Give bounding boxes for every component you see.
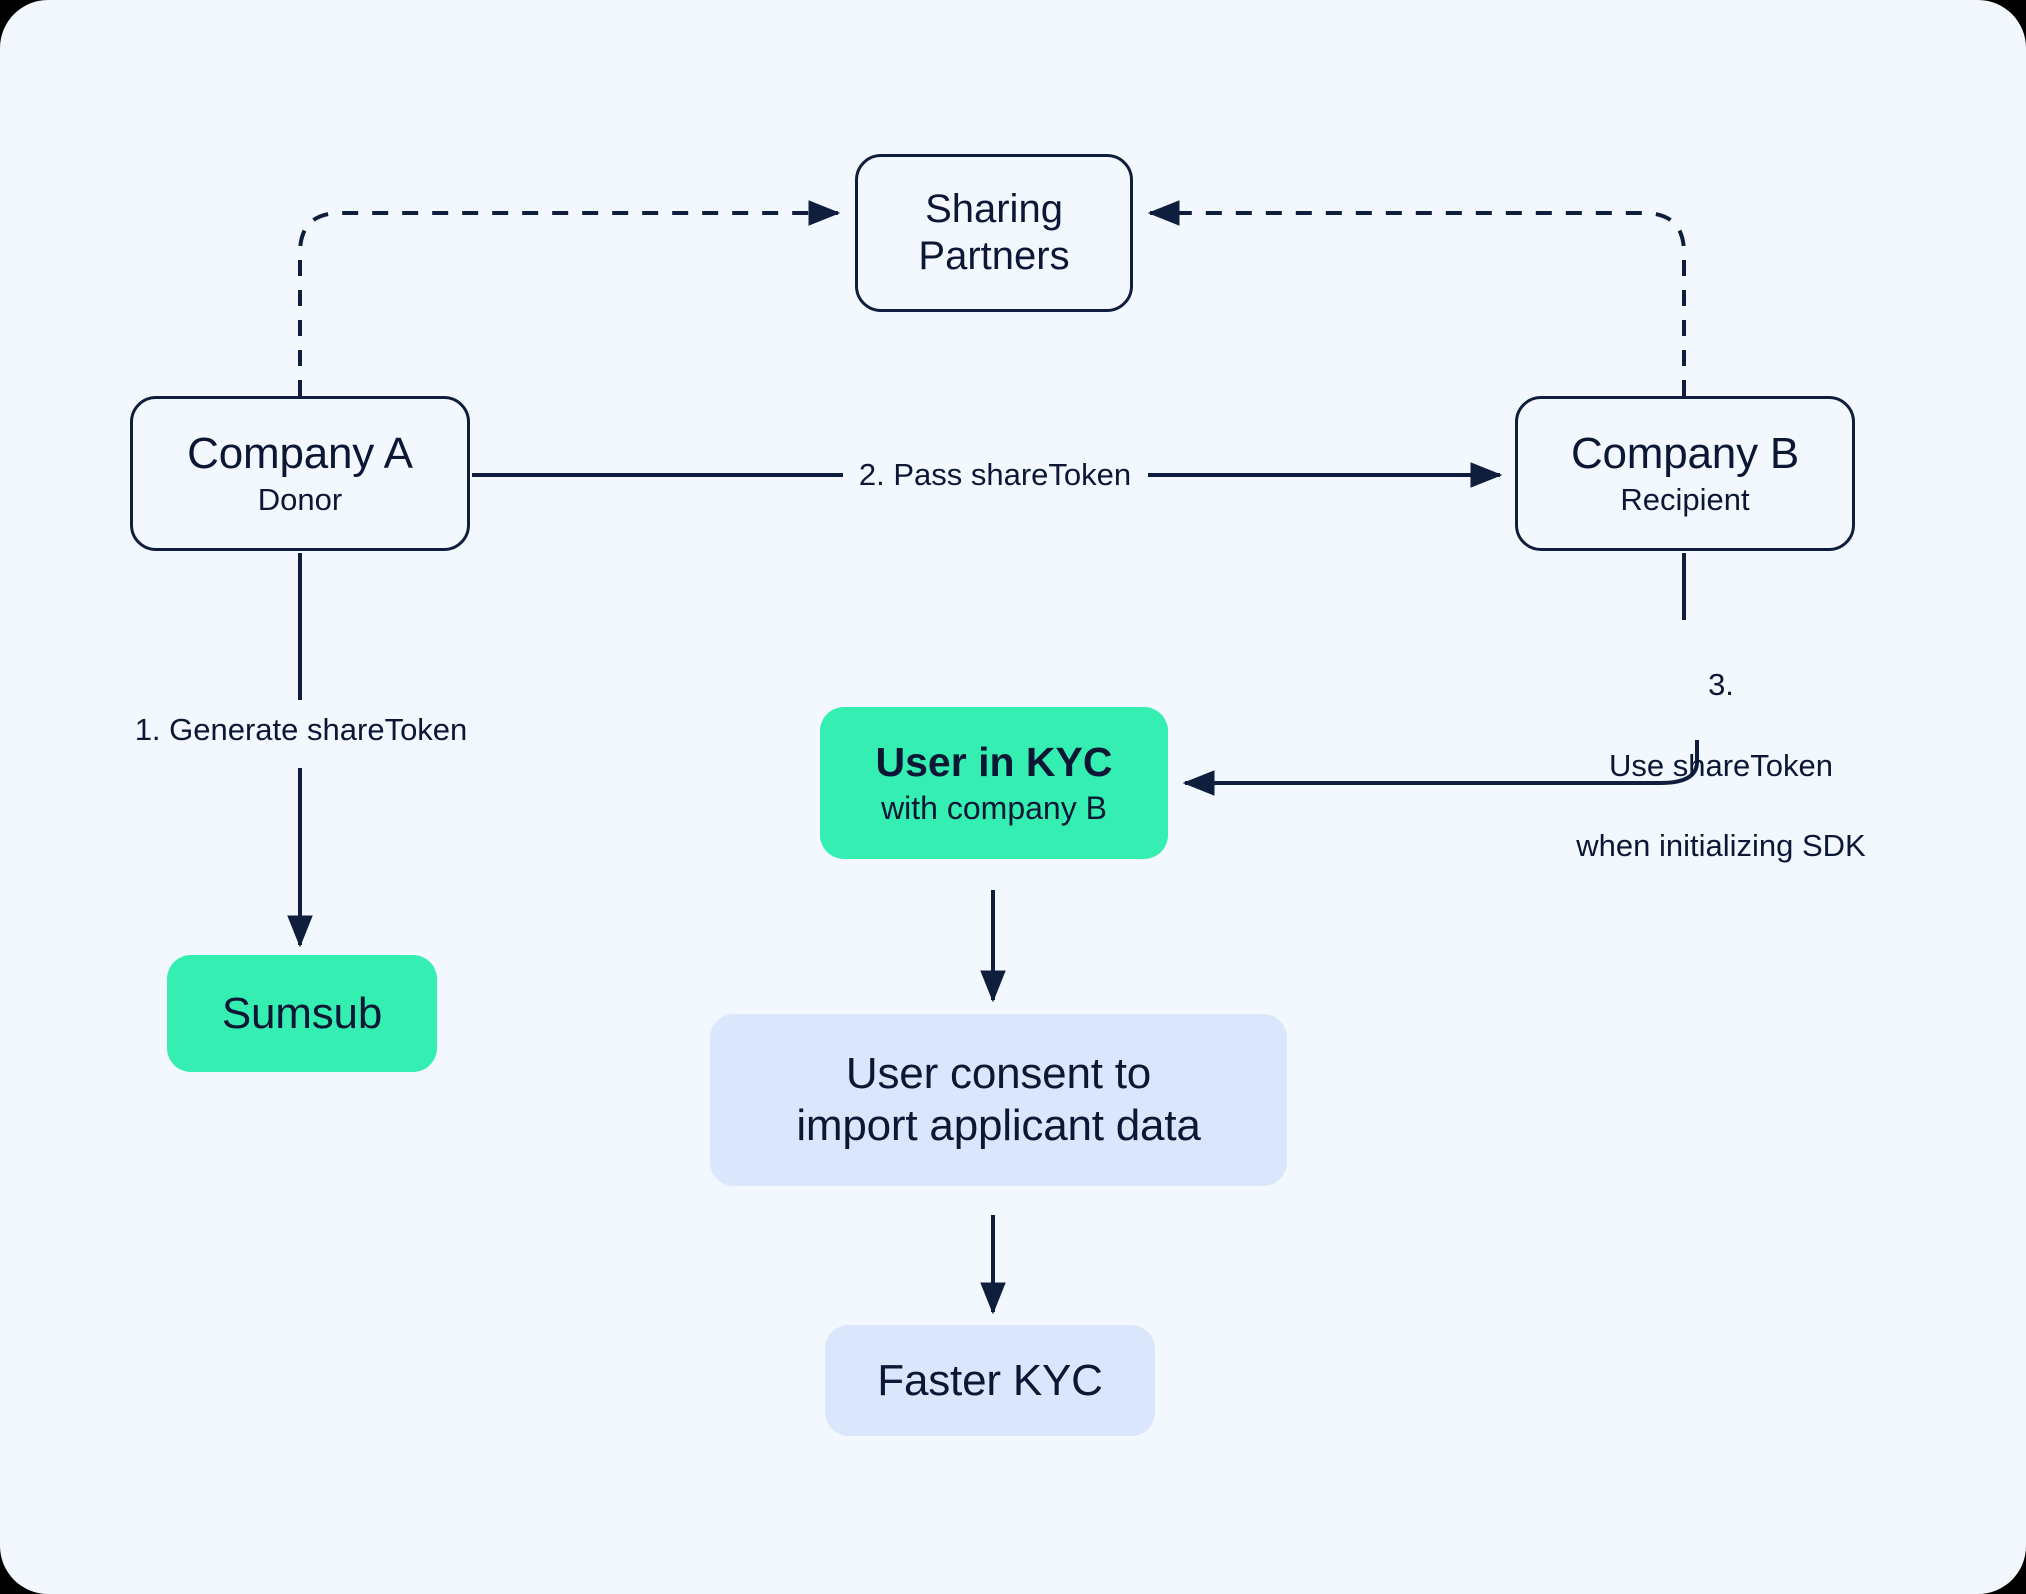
- node-sumsub-title: Sumsub: [221, 988, 383, 1038]
- node-user-in-kyc-subtitle: with company B: [881, 789, 1107, 826]
- node-user-in-kyc[interactable]: User in KYC with company B: [820, 707, 1168, 859]
- edge-label-step3: 3. Use shareToken when initializing SDK: [1540, 625, 1902, 907]
- edge-company-a-to-sharing-partners: [298, 200, 841, 396]
- node-company-b-title: Company B: [1570, 429, 1800, 479]
- node-company-b-subtitle: Recipient: [1620, 482, 1750, 518]
- node-user-in-kyc-title: User in KYC: [875, 739, 1113, 786]
- node-company-a-title: Company A: [187, 429, 413, 479]
- node-company-a[interactable]: Company A Donor: [130, 396, 470, 551]
- node-faster-kyc-title: Faster KYC: [877, 1355, 1103, 1405]
- edge-label-step1: 1. Generate shareToken: [134, 712, 468, 747]
- edge-label-step2: 2. Pass shareToken: [858, 457, 1132, 492]
- node-sharing-partners-line1: Sharing: [925, 186, 1063, 231]
- node-company-a-subtitle: Donor: [257, 482, 343, 518]
- node-user-consent-line2: import applicant data: [796, 1101, 1201, 1150]
- edge-label-step3-line3: when initializing SDK: [1576, 828, 1866, 864]
- node-user-consent[interactable]: User consent to import applicant data: [710, 1014, 1287, 1186]
- node-company-b[interactable]: Company B Recipient: [1515, 396, 1855, 551]
- node-faster-kyc[interactable]: Faster KYC: [825, 1325, 1155, 1436]
- edge-label-step3-line1: 3.: [1708, 667, 1734, 703]
- node-sharing-partners-line2: Partners: [918, 234, 1070, 278]
- node-sumsub[interactable]: Sumsub: [167, 955, 437, 1072]
- node-user-consent-line1: User consent to: [845, 1049, 1152, 1099]
- edge-label-step3-line2: Use shareToken: [1608, 747, 1833, 783]
- node-sharing-partners[interactable]: Sharing Partners: [855, 154, 1133, 312]
- edge-company-b-to-sharing-partners: [1147, 200, 1686, 396]
